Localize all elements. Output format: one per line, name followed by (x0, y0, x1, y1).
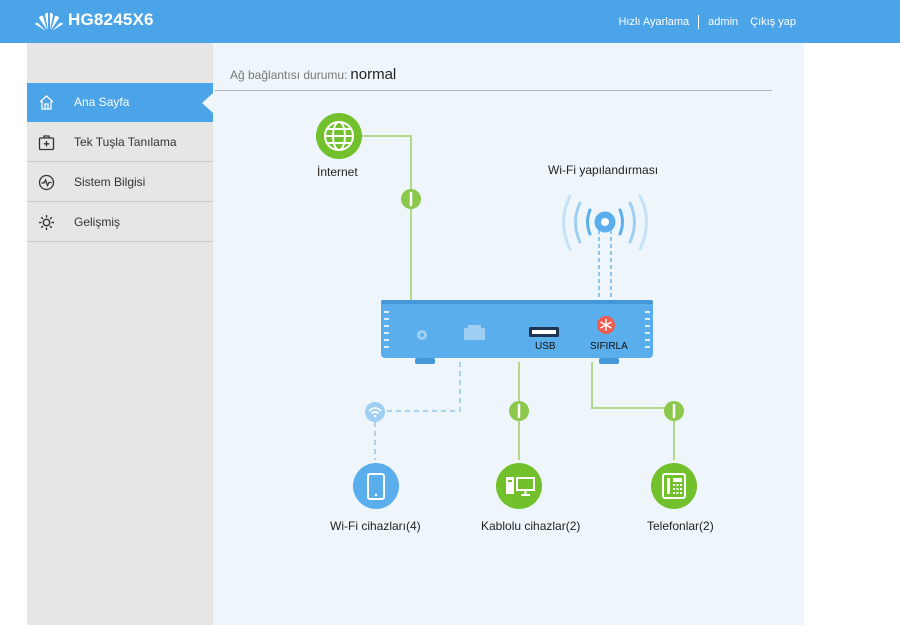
status-divider (215, 90, 772, 91)
wired-devices-label[interactable]: Kablolu cihazlar(2) (481, 519, 581, 533)
ethernet-port-icon (464, 325, 485, 340)
logout-link[interactable]: Çıkış yap (750, 16, 796, 28)
reset-label: SIFIRLA (590, 341, 628, 352)
sidebar: Ana Sayfa Tek Tuşla Tanılama Sistem Bilg… (27, 43, 213, 625)
reset-button-icon[interactable] (597, 316, 615, 334)
sidebar-item-label: Tek Tuşla Tanılama (74, 135, 177, 149)
phone-connector-icon (664, 401, 684, 421)
quick-setup-link[interactable]: Hızlı Ayarlama (618, 16, 690, 28)
wifi-devices-label[interactable]: Wi-Fi cihazları(4) (330, 519, 421, 533)
usb-port-icon[interactable] (529, 327, 559, 337)
telephone-icon[interactable] (651, 463, 697, 509)
connection-status: Ağ bağlantısı durumu:normal (230, 66, 396, 83)
internet-label[interactable]: İnternet (317, 165, 358, 179)
home-icon (39, 95, 54, 110)
gear-icon (39, 215, 54, 230)
sidebar-item-one-click-diagnosis[interactable]: Tek Tuşla Tanılama (27, 123, 213, 162)
admin-user-link[interactable]: admin (708, 16, 739, 28)
sidebar-item-advanced[interactable]: Gelişmiş (27, 203, 213, 242)
internet-connector-icon (401, 189, 421, 209)
wired-connector-icon (509, 401, 529, 421)
status-label: Ağ bağlantısı durumu: (230, 68, 348, 82)
sidebar-item-label: Ana Sayfa (74, 95, 130, 109)
sidebar-item-label: Sistem Bilgisi (74, 175, 146, 189)
wifi-connector-icon (365, 402, 385, 422)
internet-globe-icon[interactable] (316, 113, 362, 159)
active-indicator (202, 93, 213, 113)
phone-link-line (591, 362, 675, 460)
sidebar-item-label: Gelişmiş (74, 215, 121, 229)
first-aid-icon (38, 135, 55, 151)
usb-label: USB (535, 341, 556, 352)
wireless-devices-link-line (374, 362, 461, 460)
status-value: normal (350, 66, 397, 83)
internet-link-line (362, 135, 412, 300)
top-bar: HG8245X6 Hızlı Ayarlama admin Çıkış yap (0, 0, 900, 43)
power-port-icon (417, 330, 427, 340)
wifi-config-label[interactable]: Wi-Fi yapılandırması (548, 163, 659, 177)
pulse-icon (38, 174, 55, 191)
model-name: HG8245X6 (68, 10, 154, 29)
sidebar-item-system-info[interactable]: Sistem Bilgisi (27, 163, 213, 202)
wired-devices-icon[interactable] (496, 463, 542, 509)
sidebar-item-home[interactable]: Ana Sayfa (27, 83, 213, 122)
phones-label[interactable]: Telefonlar(2) (647, 519, 714, 533)
nav-divider (698, 15, 700, 29)
top-nav: Hızlı Ayarlama admin Çıkış yap (618, 15, 796, 29)
router-device (381, 300, 653, 364)
huawei-logo-icon (35, 12, 63, 31)
wifi-antenna-lines (598, 230, 612, 300)
wifi-signal-icon[interactable] (562, 194, 648, 251)
wifi-devices-icon[interactable] (353, 463, 399, 509)
